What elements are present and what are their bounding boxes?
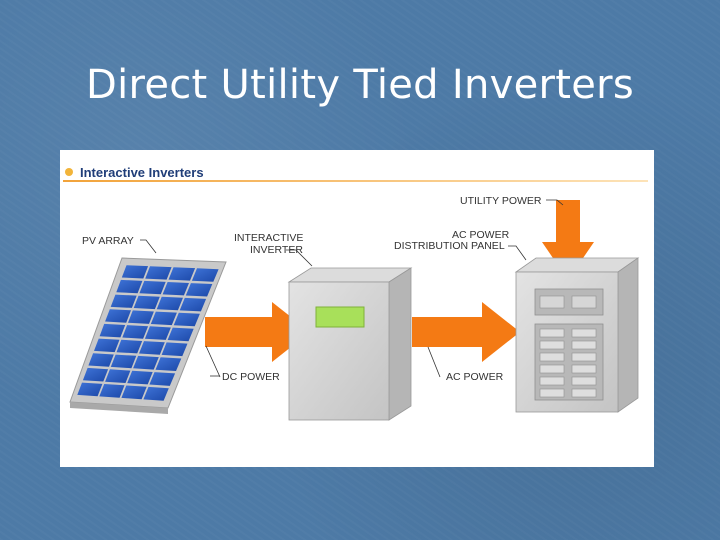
leader-lines bbox=[140, 199, 564, 378]
slide-title: Direct Utility Tied Inverters bbox=[85, 62, 635, 108]
diagram-figure: Interactive Inverters bbox=[60, 150, 654, 467]
breaker-switch bbox=[539, 328, 565, 338]
pv-cell bbox=[99, 384, 125, 398]
breaker-switch bbox=[539, 376, 565, 386]
header-bullet-icon bbox=[65, 168, 73, 176]
pv-cell bbox=[155, 357, 182, 371]
pv-cell bbox=[122, 325, 149, 339]
pv-cell bbox=[161, 342, 188, 357]
pv-cell bbox=[149, 372, 176, 386]
pv-cell bbox=[99, 323, 126, 338]
pv-cell bbox=[167, 327, 194, 342]
pv-cell bbox=[105, 369, 131, 383]
interactive-inverter-box bbox=[287, 267, 413, 421]
pv-cell bbox=[128, 310, 154, 324]
breaker-switch bbox=[571, 376, 597, 386]
breaker-switch bbox=[571, 340, 597, 350]
pv-cell bbox=[105, 309, 131, 323]
pv-cell bbox=[127, 370, 153, 385]
pv-cell bbox=[121, 385, 147, 400]
ac-power-arrow bbox=[412, 302, 520, 362]
label-ac-power: AC POWER bbox=[446, 371, 504, 383]
label-interactive-line1: INTERACTIVE bbox=[234, 232, 303, 244]
pv-cell bbox=[144, 326, 171, 340]
pv-cell bbox=[143, 386, 169, 401]
breaker-switch bbox=[539, 340, 565, 350]
pv-cell bbox=[185, 283, 213, 297]
label-dc-power: DC POWER bbox=[222, 371, 280, 383]
pv-cell bbox=[94, 338, 120, 353]
breaker-switch bbox=[571, 364, 597, 374]
pv-cell bbox=[110, 354, 137, 369]
pv-cell bbox=[145, 266, 172, 280]
pv-cell bbox=[88, 353, 114, 367]
pv-cell bbox=[116, 339, 143, 354]
breaker-switch bbox=[539, 352, 565, 362]
pv-cell bbox=[82, 367, 109, 382]
label-ac-power-dist-line2: DISTRIBUTION PANEL bbox=[394, 240, 505, 252]
pv-cell bbox=[116, 279, 143, 294]
label-ac-power-dist-line1: AC POWER bbox=[452, 229, 510, 241]
pv-cell bbox=[168, 267, 196, 281]
pv-cell bbox=[179, 297, 207, 312]
panel-breakers bbox=[539, 328, 597, 398]
pv-cell bbox=[173, 312, 200, 327]
breaker-switch bbox=[539, 364, 565, 374]
distribution-panel-box bbox=[514, 257, 640, 413]
pv-cell bbox=[150, 311, 177, 326]
pv-array-panel bbox=[69, 257, 227, 414]
pv-cells bbox=[77, 265, 219, 401]
pv-cell bbox=[156, 296, 183, 311]
dc-power-arrow bbox=[205, 302, 310, 362]
breaker-switch bbox=[571, 352, 597, 362]
pv-cell bbox=[139, 280, 166, 295]
pv-cell bbox=[121, 265, 149, 279]
label-pv-array: PV ARRAY bbox=[82, 235, 134, 247]
pv-cell bbox=[139, 341, 165, 355]
pv-cell bbox=[110, 294, 137, 308]
diagram-svg: Interactive Inverters bbox=[63, 165, 648, 421]
diagram-header: Interactive Inverters bbox=[80, 165, 204, 180]
pv-cell bbox=[162, 282, 189, 296]
inverter-display bbox=[315, 306, 365, 328]
header-rule bbox=[63, 180, 648, 182]
breaker-switch bbox=[571, 328, 597, 338]
breaker-switch bbox=[571, 388, 597, 398]
pv-cell bbox=[133, 355, 159, 370]
pv-cell bbox=[191, 268, 219, 282]
pv-cell bbox=[77, 382, 103, 397]
label-utility-power: UTILITY POWER bbox=[460, 195, 542, 207]
pv-cell bbox=[133, 295, 160, 310]
breaker-switch bbox=[539, 388, 565, 398]
label-interactive-line2: INVERTER bbox=[250, 244, 303, 256]
